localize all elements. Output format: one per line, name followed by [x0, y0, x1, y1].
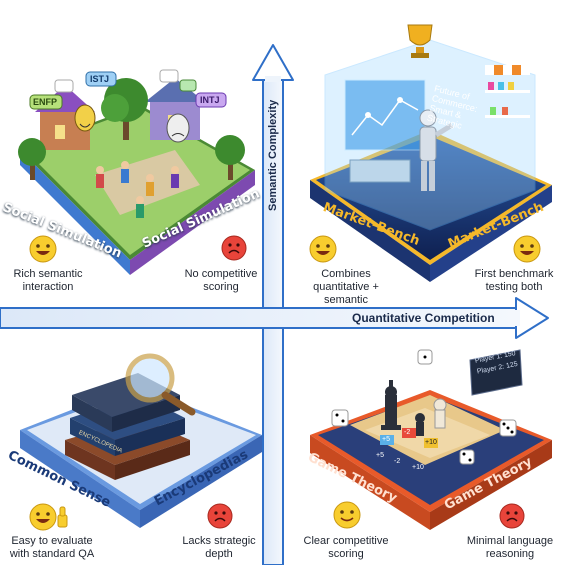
con-caption: Minimal language reasoning — [466, 535, 554, 560]
tree-icon — [215, 135, 245, 180]
con-caption: Lacks strategic depth — [182, 535, 256, 560]
happy-face-icon — [28, 234, 58, 269]
people-icon — [96, 161, 179, 218]
tree-icon — [18, 138, 46, 180]
shop-stall-icon — [485, 65, 530, 118]
tragedy-mask-icon — [166, 113, 190, 143]
tile-label: +10 — [412, 464, 424, 471]
tile-label: +5 — [376, 452, 384, 459]
mbti-badge-istj: ISTJ — [90, 74, 110, 84]
happy-face-icon — [308, 234, 338, 269]
con-caption: First benchmark testing both — [474, 268, 554, 293]
tile-label: -2 — [394, 458, 401, 465]
sad-face-icon — [220, 234, 248, 267]
tile-label: +5 — [382, 436, 390, 443]
tile-label: -2 — [404, 429, 411, 436]
chess-king-icon — [381, 380, 401, 430]
x-axis-arrow — [0, 297, 549, 339]
common-sense-quadrant: ENCYCLOPEDIA Common Sense Encyclopedias — [0, 340, 280, 565]
con-caption: No competitive scoring — [184, 268, 258, 293]
tile-label: +10 — [425, 439, 437, 446]
robot-icon — [419, 109, 454, 191]
x-axis-label: Quantitative Competition — [352, 311, 495, 325]
happy-face-icon — [512, 234, 542, 269]
chess-pawn-icon — [415, 413, 425, 436]
y-axis-label: Semantic Complexity — [267, 99, 279, 211]
books-icon — [65, 373, 190, 480]
thumbs-up-happy-face-icon — [28, 502, 72, 537]
happy-face-icon — [332, 500, 362, 535]
pro-caption: Clear competitive scoring — [303, 535, 389, 560]
social-simulation-quadrant: ENFP ISTJ INTJ Social Simulation Social … — [0, 0, 280, 300]
pro-caption: Combines quantitative + semantic — [313, 268, 379, 306]
market-bench-platform — [310, 24, 552, 282]
common-sense-platform — [20, 353, 262, 528]
chess-pawn-icon — [433, 398, 447, 429]
tree-icon — [101, 78, 148, 140]
pro-caption: Easy to evaluate with standard QA — [9, 535, 95, 560]
social-simulation-platform — [18, 69, 255, 275]
trophy-icon — [407, 24, 433, 58]
dice-icon — [331, 349, 517, 465]
sad-face-icon — [206, 502, 234, 535]
game-theory-platform — [310, 349, 552, 530]
pro-caption: Rich semantic interaction — [13, 268, 83, 293]
comedy-mask-icon — [74, 104, 96, 132]
mbti-badge-enfp: ENFP — [33, 97, 58, 107]
game-theory-quadrant: Player 1: 150 Player 2: 125 +5 -2 +10 -2… — [290, 340, 567, 565]
mbti-badge-intj: INTJ — [200, 95, 220, 105]
sad-face-icon — [498, 502, 526, 535]
magnifying-glass-icon — [125, 353, 196, 416]
market-bench-quadrant: Future of Commerce: Smart & Strategic Ma… — [290, 20, 567, 300]
